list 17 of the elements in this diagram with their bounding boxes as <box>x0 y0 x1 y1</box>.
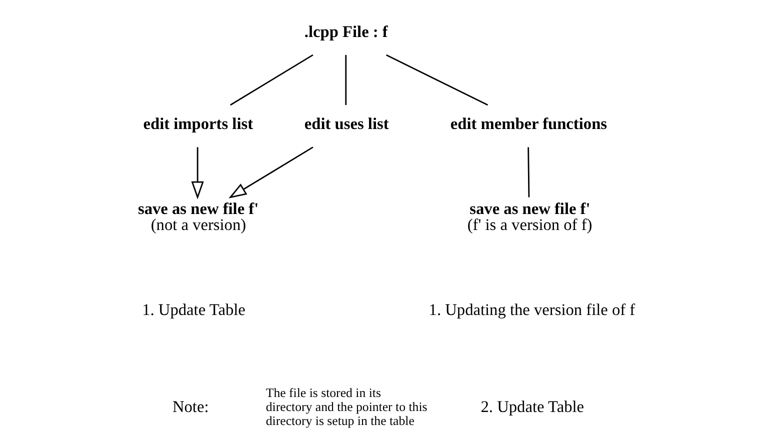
connector <box>386 54 488 106</box>
node-text: .lcpp File : f <box>304 22 388 41</box>
arrow <box>228 146 314 198</box>
node-text: edit imports list <box>143 114 254 134</box>
label: Note: <box>172 396 209 416</box>
node-text: edit uses list <box>304 114 389 134</box>
label: 1. Updating the version file of f <box>428 300 636 319</box>
connector <box>345 54 347 105</box>
connector <box>230 54 314 106</box>
node-text: edit member functions <box>450 114 608 134</box>
connector <box>528 147 530 198</box>
node-text: save as new file f' (not a version) <box>138 198 259 234</box>
label: 2. Update Table <box>480 396 584 416</box>
label: 1. Update Table <box>142 300 246 319</box>
label: The file is stored in its directory and the pointer to this directory is setup in the table <box>266 386 428 428</box>
node-text: save as new file f' (f' is a version of f) <box>467 198 592 234</box>
arrow <box>191 147 204 200</box>
